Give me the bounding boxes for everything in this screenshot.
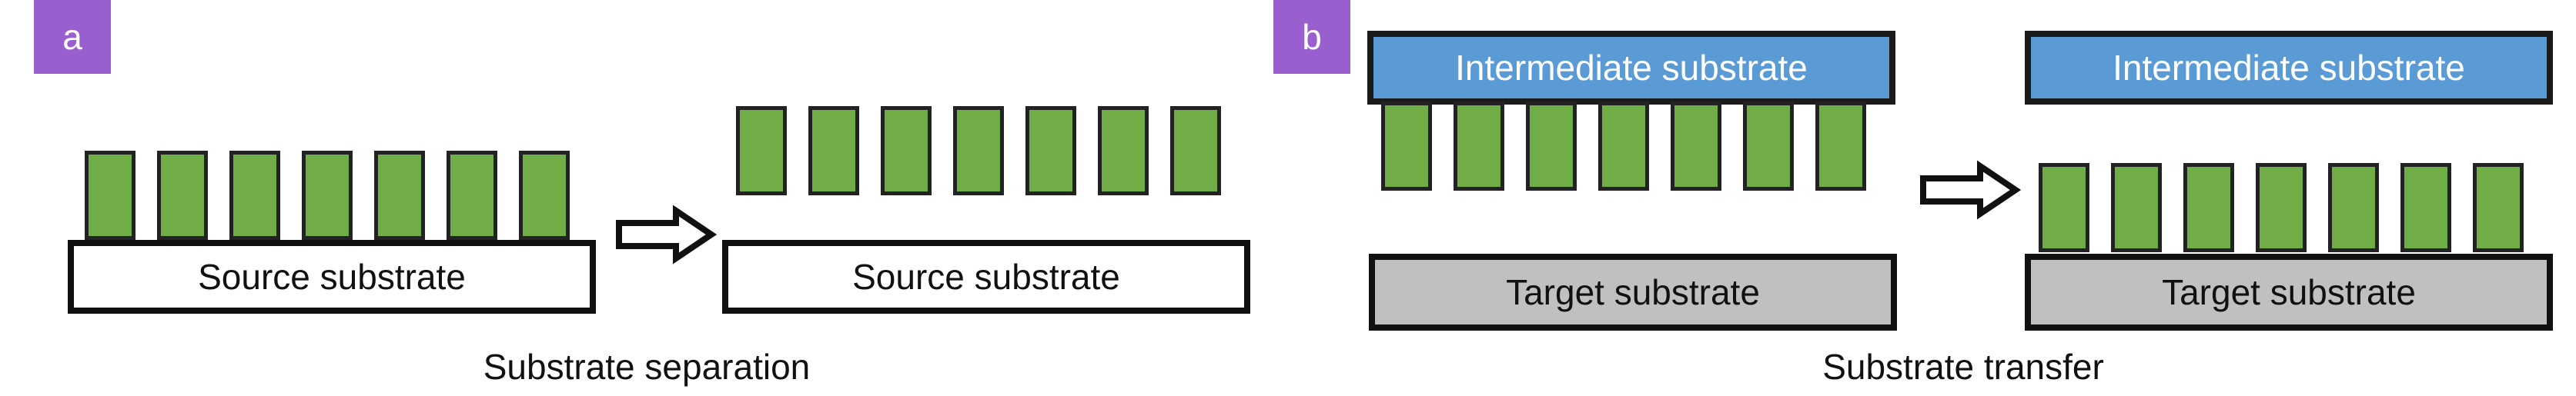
source-substrate-a-right: Source substrate bbox=[722, 240, 1250, 314]
right-arrow-icon bbox=[1920, 160, 2022, 220]
microled-pillar bbox=[2328, 163, 2379, 252]
microled-pillar bbox=[374, 151, 425, 240]
microled-pillar bbox=[1170, 106, 1221, 195]
intermediate-substrate-b-right: Intermediate substrate bbox=[2025, 31, 2553, 105]
microled-pillar bbox=[1598, 101, 1649, 191]
target-substrate-b-right: Target substrate bbox=[2025, 254, 2553, 331]
microled-pillar bbox=[808, 106, 859, 195]
microled-pillar bbox=[2473, 163, 2524, 252]
intermediate-substrate-label: Intermediate substrate bbox=[2113, 48, 2465, 88]
microled-pillar bbox=[447, 151, 497, 240]
panel-b-tag: b bbox=[1273, 0, 1350, 74]
panel-a-tag: a bbox=[34, 0, 111, 74]
target-substrate-label: Target substrate bbox=[1506, 272, 1760, 312]
microled-pillar bbox=[302, 151, 353, 240]
microled-pillar bbox=[85, 151, 135, 240]
microled-pillar bbox=[157, 151, 208, 240]
microled-pillar bbox=[881, 106, 932, 195]
microled-pillar bbox=[1671, 101, 1721, 191]
microled-pillar bbox=[2039, 163, 2089, 252]
microled-pillar bbox=[1743, 101, 1794, 191]
caption-substrate-transfer: Substrate transfer bbox=[1694, 346, 2233, 388]
intermediate-substrate-label: Intermediate substrate bbox=[1455, 48, 1808, 88]
caption-text: Substrate transfer bbox=[1822, 347, 2104, 387]
microled-pillar bbox=[2256, 163, 2307, 252]
source-substrate-label: Source substrate bbox=[198, 257, 466, 297]
microled-pillar bbox=[519, 151, 570, 240]
microled-pillar bbox=[1381, 101, 1432, 191]
panel-a-tag-label: a bbox=[62, 17, 82, 57]
microled-pillar bbox=[1454, 101, 1504, 191]
microled-pillar bbox=[1526, 101, 1577, 191]
microled-pillar bbox=[1098, 106, 1149, 195]
microled-pillar bbox=[953, 106, 1004, 195]
caption-text: Substrate separation bbox=[483, 347, 811, 387]
panel-b-tag-label: b bbox=[1302, 17, 1322, 57]
microled-pillar bbox=[1025, 106, 1076, 195]
right-arrow-icon bbox=[616, 205, 718, 265]
microled-pillar bbox=[2111, 163, 2162, 252]
caption-substrate-separation: Substrate separation bbox=[377, 346, 916, 388]
microled-pillar bbox=[2183, 163, 2234, 252]
source-substrate-a-left: Source substrate bbox=[68, 240, 596, 314]
microled-pillar bbox=[736, 106, 787, 195]
microled-pillar bbox=[1815, 101, 1866, 191]
target-substrate-label: Target substrate bbox=[2162, 272, 2416, 312]
source-substrate-label: Source substrate bbox=[852, 257, 1120, 297]
target-substrate-b-left: Target substrate bbox=[1369, 254, 1897, 331]
microled-pillar bbox=[2400, 163, 2451, 252]
intermediate-substrate-b-left: Intermediate substrate bbox=[1367, 31, 1895, 105]
microled-pillar bbox=[229, 151, 280, 240]
